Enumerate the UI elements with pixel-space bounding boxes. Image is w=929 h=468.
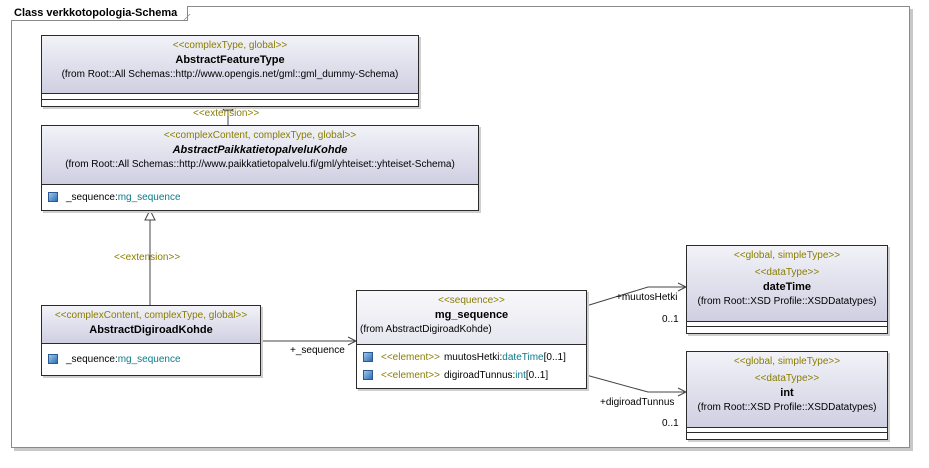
- attribute-name: _sequence: [66, 354, 115, 365]
- class-origin: (from Root::All Schemas::http://www.paik…: [65, 159, 455, 170]
- attribute-name: digiroadTunnus: [443, 370, 513, 381]
- generalization-arrow-2: [144, 208, 156, 221]
- stereotype-label-secondary: <<dataType>>: [754, 373, 820, 384]
- extension-label-1: <<extension>>: [193, 108, 260, 119]
- class-abstract-feature-type[interactable]: <<complexType, global>> AbstractFeatureT…: [41, 35, 419, 107]
- class-name: AbstractDigiroadKohde: [89, 324, 213, 336]
- association-role-muutoshetki: +muutosHetki: [616, 292, 678, 303]
- stereotype-label: <<complexContent, complexType, global>>: [163, 130, 357, 141]
- attribute-type: mg_sequence: [117, 354, 181, 365]
- class-abstract-paikkatietopalvelu-kohde[interactable]: <<complexContent, complexType, global>> …: [41, 125, 479, 211]
- attribute-compartment: _sequence:mg_sequence: [42, 185, 478, 210]
- operation-compartment: [42, 99, 418, 106]
- diagram-title: Class verkkotopologia-Schema: [11, 6, 189, 21]
- class-origin: (from AbstractDigiroadKohde): [360, 324, 492, 335]
- stereotype-label: <<global, simpleType>>: [733, 250, 841, 261]
- attribute-type: int: [515, 370, 526, 381]
- attribute-row[interactable]: _sequence:mg_sequence: [48, 351, 260, 369]
- association-multiplicity-digiroadtunnus: 0..1: [662, 418, 679, 429]
- attribute-compartment: _sequence:mg_sequence: [42, 344, 260, 375]
- attribute-icon: [363, 370, 373, 381]
- class-name: AbstractFeatureType: [175, 54, 285, 66]
- class-origin: (from Root::XSD Profile::XSDDatatypes): [697, 402, 877, 413]
- attribute-stereotype: <<element>>: [381, 370, 440, 381]
- operation-compartment: [687, 326, 887, 333]
- attribute-type: mg_sequence: [117, 192, 181, 203]
- stereotype-label: <<complexType, global>>: [172, 40, 288, 51]
- attribute-row[interactable]: <<element>>digiroadTunnus:int[0..1]: [363, 367, 586, 385]
- attribute-icon: [48, 354, 58, 365]
- association-digiroad-line: [585, 374, 686, 393]
- class-origin: (from Root::XSD Profile::XSDDatatypes): [697, 296, 877, 307]
- class-origin: (from Root::All Schemas::http://www.open…: [61, 69, 399, 80]
- class-header: <<complexContent, complexType, global>> …: [42, 306, 260, 344]
- attribute-row[interactable]: <<element>>muutosHetki:dateTime[0..1]: [363, 349, 586, 367]
- class-abstract-digiroad-kohde[interactable]: <<complexContent, complexType, global>> …: [41, 305, 261, 376]
- class-name: AbstractPaikkatietopalveluKohde: [172, 144, 348, 156]
- association-muutoshetki-line: [585, 286, 686, 307]
- attribute-name: _sequence: [66, 192, 115, 203]
- class-mg-sequence[interactable]: <<sequence>> mg_sequence (from AbstractD…: [356, 290, 587, 389]
- attribute-type: dateTime: [502, 352, 544, 363]
- class-name: int: [780, 387, 794, 399]
- attribute-icon: [363, 352, 373, 363]
- stereotype-label: <<global, simpleType>>: [733, 356, 841, 367]
- stereotype-label-secondary: <<dataType>>: [754, 267, 820, 278]
- attribute-stereotype: <<element>>: [381, 352, 440, 363]
- association-multiplicity-muutoshetki: 0..1: [662, 314, 679, 325]
- attribute-compartment: <<element>>muutosHetki:dateTime[0..1] <<…: [357, 345, 586, 388]
- class-name: mg_sequence: [434, 309, 509, 321]
- class-name: dateTime: [762, 281, 812, 293]
- class-datetime[interactable]: <<global, simpleType>> <<dataType>> date…: [686, 245, 888, 334]
- attribute-icon: [48, 192, 58, 203]
- class-header: <<sequence>> mg_sequence (from AbstractD…: [357, 291, 586, 345]
- association-role-sequence: +_sequence: [290, 345, 345, 356]
- attribute-name: muutosHetki: [443, 352, 500, 363]
- stereotype-label: <<sequence>>: [438, 295, 505, 306]
- class-int[interactable]: <<global, simpleType>> <<dataType>> int …: [686, 351, 888, 440]
- class-header: <<global, simpleType>> <<dataType>> int …: [687, 352, 887, 428]
- attribute-row[interactable]: _sequence:mg_sequence: [48, 189, 478, 207]
- operation-compartment: [687, 432, 887, 439]
- class-header: <<complexContent, complexType, global>> …: [42, 126, 478, 185]
- stereotype-label: <<complexContent, complexType, global>>: [54, 310, 248, 321]
- class-header: <<complexType, global>> AbstractFeatureT…: [42, 36, 418, 94]
- attribute-multiplicity: [0..1]: [525, 370, 549, 381]
- attribute-multiplicity: [0..1]: [543, 352, 566, 363]
- class-header: <<global, simpleType>> <<dataType>> date…: [687, 246, 887, 322]
- extension-label-2: <<extension>>: [114, 252, 181, 263]
- association-role-digiroadtunnus: +digiroadTunnus: [600, 397, 675, 408]
